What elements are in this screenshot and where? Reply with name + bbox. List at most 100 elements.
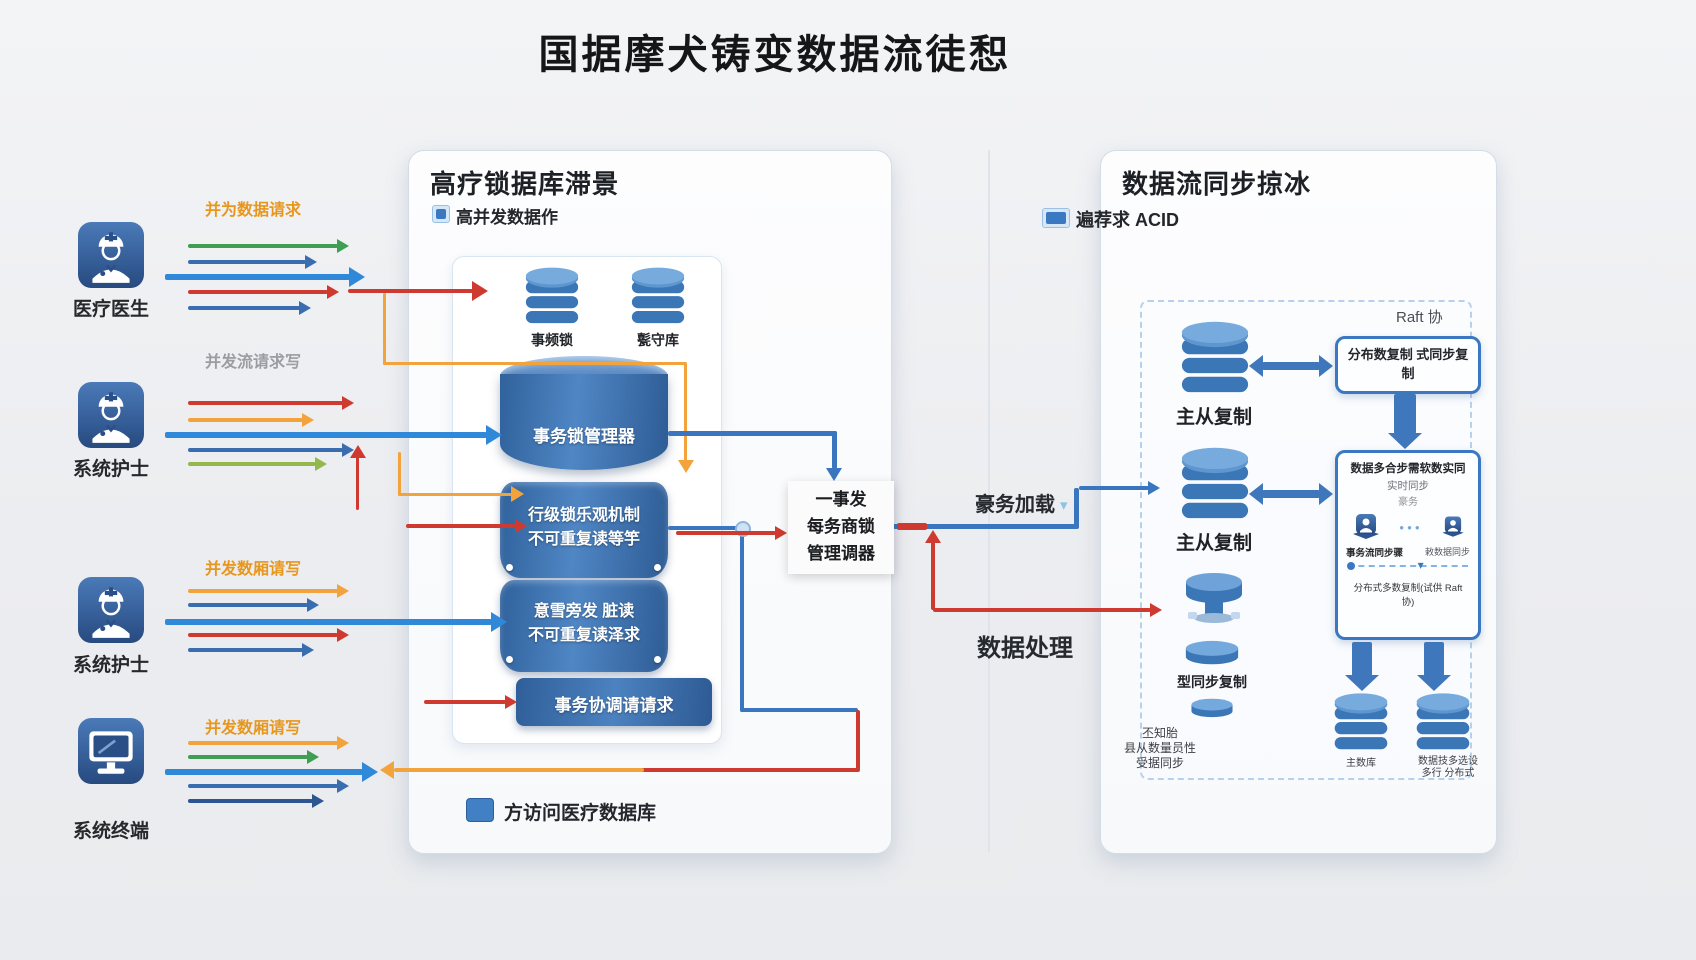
arrowhead [826,468,842,481]
connector-line [832,431,837,469]
database-icon [524,266,580,328]
sync-box-bottom: 分布式多数复制(试供 Raft 协) [1353,583,1463,608]
legend-swatch [466,798,494,822]
transaction-coordination-box: 事务协调请请求 [516,678,712,726]
replica-label: 主从复制 [1175,533,1252,554]
connector-dot [506,564,513,571]
connector-line [398,493,512,496]
flow-arrow [188,799,313,803]
return-arrow [394,768,644,772]
database-stack-icon [1414,692,1472,754]
cylinder-line: 不可重复读等竽 [527,531,640,548]
flow-arrow [188,755,308,759]
dots-separator: ●●● [1399,522,1423,532]
row-lock-cylinder: 行级锁乐观机制 不可重复读等竽 [500,482,668,578]
connector-line [668,431,837,436]
small-db-caption: 受据同步 [1135,756,1184,770]
flow-arrow [188,290,328,294]
box-label: 分布数复制 式同步复制 [1347,347,1469,381]
realtime-sync-box: 数据多合步需软数实同 实时同步 豪务 ●●● 事务流同步骤 敕数据同步 ▾ 分布… [1335,450,1481,640]
background-divider [988,150,990,852]
bottom-db-caption: 主数库 [1346,758,1376,769]
flow-arrow [188,648,303,652]
database-stack-icon [1179,320,1251,398]
distributed-replication-box: 分布数复制 式同步复制 [1335,336,1481,394]
actor-request-tag: 并发流请求写 [205,354,302,371]
flow-arrow [188,603,308,607]
short-cylinder-icon [1184,640,1240,668]
actor-label: 系统终端 [72,821,149,842]
connector-line [668,526,744,530]
sync-box-title: 数据多合步需软数实同 [1350,463,1466,475]
transaction-lock-manager-box: 一事发 每务商锁 管理调器 [788,481,894,574]
actor-request-tag: 并为数据请求 [205,202,302,219]
small-cylinder-icon [1190,698,1234,720]
doctor-icon [78,222,144,288]
db-label: 事频锁 [531,332,573,348]
actor-request-tag: 并发数厢请写 [205,561,302,578]
connector-dot [506,656,513,663]
transaction-load-label: 豪务加载 [975,494,1055,516]
actor-label: 系统护士 [72,655,149,676]
connector-line [383,293,386,365]
avatar-icon [1350,511,1382,543]
sync-box-line2: 实时同步 [1387,480,1429,492]
center-box-line: 一事发 [815,490,867,509]
connector-dot [654,656,661,663]
flow-arrow [188,462,316,466]
flow-arrow [165,432,487,438]
actor-label: 系统护士 [72,459,149,480]
flow-arrow [165,274,350,280]
data-processing-label: 数据处理 [977,635,1073,662]
connector-dot [654,564,661,571]
dirty-read-cylinder: 意雪旁发 脏读 不可重复读泽求 [500,580,668,672]
nurse-icon [78,382,144,448]
flow-arrow [188,306,300,310]
flow-arrow [406,524,516,528]
connector-line [640,768,860,772]
nurse-icon [78,577,144,643]
bullet-icon [432,205,450,223]
chevron-down-icon: ▾ [1060,497,1068,514]
flow-arrow [165,619,492,625]
flow-arrow [424,700,506,704]
connector-line [931,540,935,610]
actor-request-tag: 并发数厢请写 [205,720,302,737]
arrowhead [678,460,694,473]
center-box-line: 每务商锁 [807,517,875,536]
right-panel-title: 数据流同步掠冰 [1122,169,1312,199]
bidirectional-arrow [1262,490,1320,498]
bottom-db-caption: 数据技多选设 [1418,756,1478,767]
bidirectional-arrow [1262,362,1320,370]
connector-line [1074,488,1079,528]
cylinder-line: 意雪旁发 脏读 [533,603,635,620]
database-stack-icon [1332,692,1390,754]
server-icon [1182,570,1246,628]
flow-arrow [188,741,338,745]
small-db-caption: 丕知胎 [1141,726,1178,740]
sync-replication-label: 型同步复制 [1177,674,1247,690]
database-icon [630,266,686,328]
flow-arrow [188,244,338,248]
down-arrow [1394,394,1416,434]
transaction-lock-manager-cylinder: 事务锁管理器 [500,374,668,470]
connector-line [356,456,359,510]
legend-label: 方访问医疗数据库 [504,803,657,824]
connector-line [856,710,860,770]
cylinder-line: 不可重复读泽求 [527,627,640,644]
flow-arrow [676,531,776,535]
connector-line [893,524,1079,529]
cylinder-label: 事务锁管理器 [533,427,635,446]
box-label: 事务协调请请求 [554,696,674,715]
flow-arrow [188,418,303,422]
raft-label: Raft 协 [1396,309,1443,326]
right-panel-subtitle: 遍荐求 ACID [1076,210,1179,230]
page-title: 国据摩犬铸变数据流徒惒 [538,33,1012,77]
terminal-icon [78,718,144,784]
down-arrow [1352,642,1372,676]
center-box-line: 管理调器 [807,544,875,563]
avatar-icon [1440,514,1466,540]
arrowhead [925,530,941,543]
down-arrow [1424,642,1444,676]
connector-line [897,523,927,530]
